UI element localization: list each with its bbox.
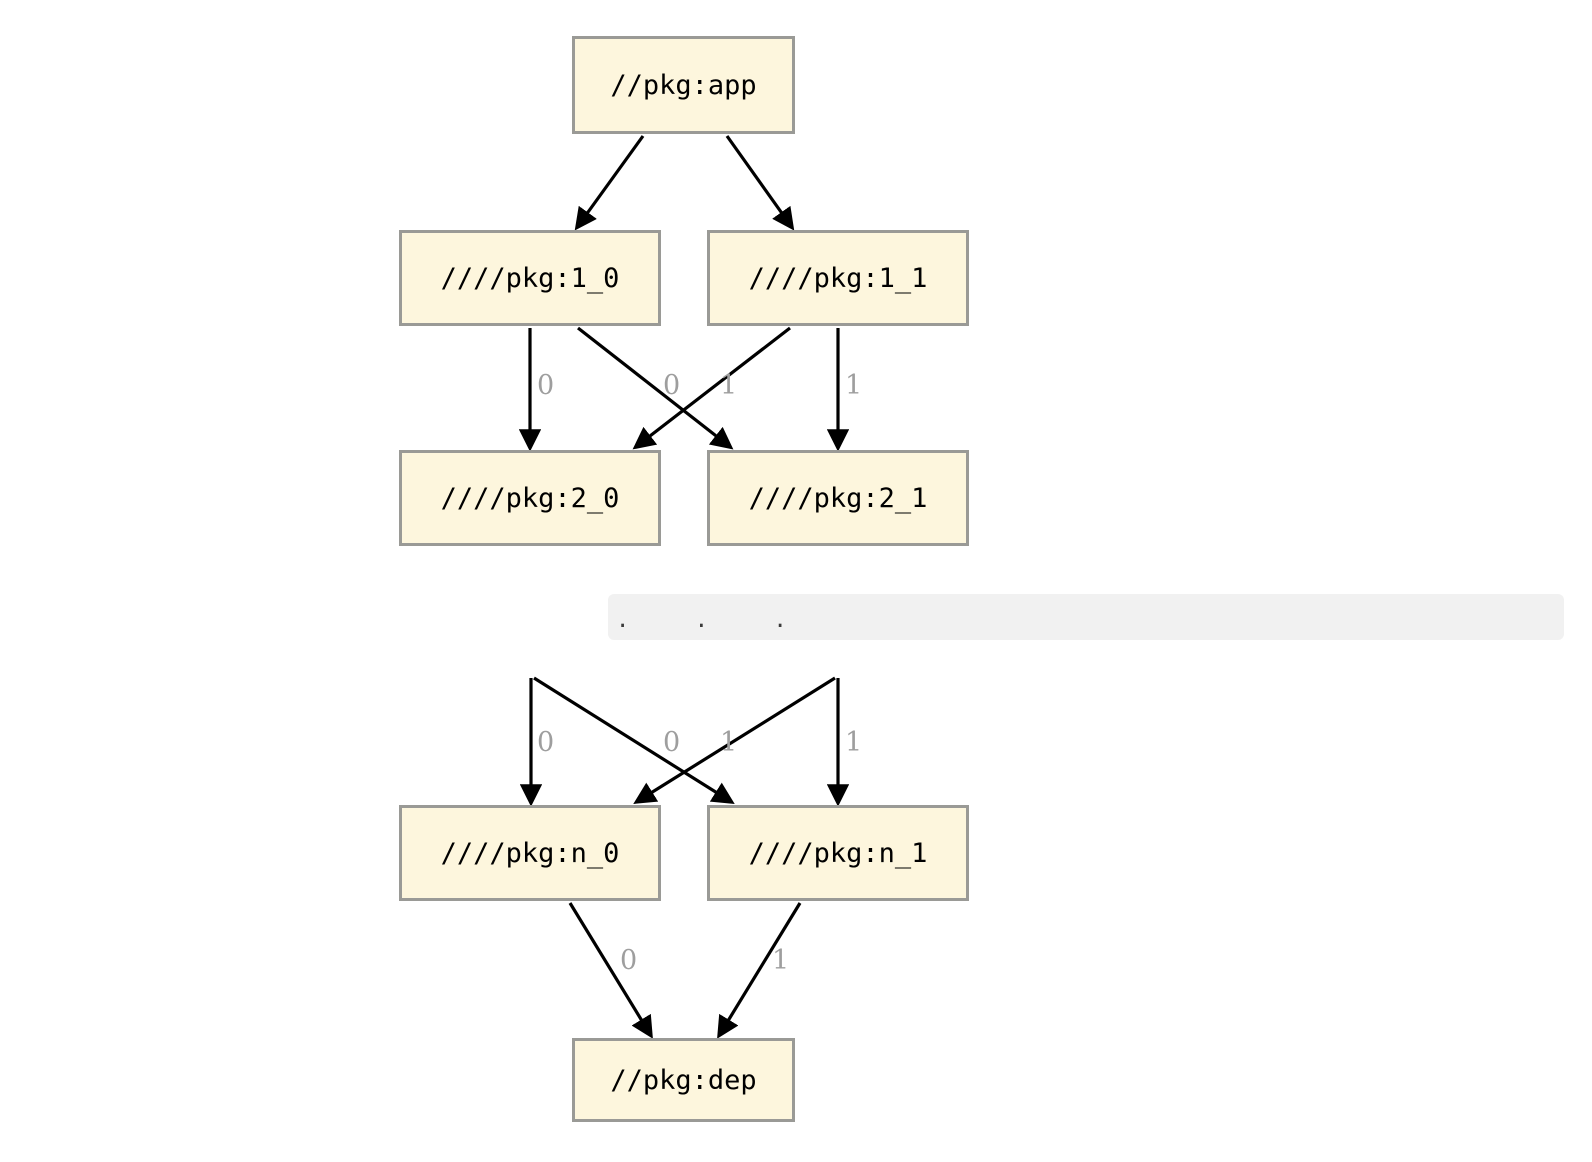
graph-node-label: ////pkg:2_0: [440, 482, 620, 514]
edge-label-ln_0-dep: 0: [620, 945, 638, 976]
graph-edge-app-l1_0: [574, 135, 645, 231]
edge-label-prev2-ln_0: 1: [720, 727, 738, 758]
edge-label-prev-ln_0: 0: [537, 727, 555, 758]
graph-node-dep[interactable]: //pkg:dep: [572, 1038, 795, 1122]
edge-label-prev-ln_1: 0: [663, 727, 681, 758]
graph-node-label: ////pkg:n_0: [440, 837, 620, 869]
graph-edge-app-l1_1: [725, 135, 795, 231]
graph-node-label: ////pkg:1_0: [440, 262, 620, 294]
edge-label-l1_1-l2_1: 1: [845, 370, 863, 401]
graph-node-ln_0[interactable]: ////pkg:n_0: [399, 805, 661, 901]
graph-node-l1_0[interactable]: ////pkg:1_0: [399, 230, 661, 326]
graph-node-label: //pkg:app: [610, 69, 757, 101]
edge-label-l1_0-l2_1: 0: [663, 370, 681, 401]
graph-node-label: ////pkg:n_1: [748, 837, 928, 869]
graph-node-app[interactable]: //pkg:app: [572, 36, 795, 134]
graph-node-l2_0[interactable]: ////pkg:2_0: [399, 450, 661, 546]
graph-node-l2_1[interactable]: ////pkg:2_1: [707, 450, 969, 546]
edge-label-ln_1-dep: 1: [772, 945, 790, 976]
graph-truncation-separator: . . .: [608, 594, 1564, 640]
graph-edge-prev2-ln_0: [633, 676, 836, 804]
graph-node-l1_1[interactable]: ////pkg:1_1: [707, 230, 969, 326]
edge-label-l1_1-l2_0: 1: [720, 370, 738, 401]
graph-node-label: //pkg:dep: [610, 1064, 757, 1096]
graph-node-label: ////pkg:1_1: [748, 262, 928, 294]
edge-lines: [518, 135, 850, 1039]
graph-edge-prev-ln_1: [533, 676, 735, 804]
graph-edge-ln_1-dep: [717, 902, 802, 1039]
ellipsis-dots: . . .: [616, 608, 800, 633]
edge-label-prev2-ln_1: 1: [845, 727, 863, 758]
edge-label-l1_0-l2_0: 0: [537, 370, 555, 401]
graph-edge-l1_1-l2_0: [632, 326, 791, 450]
graph-edge-ln_0-dep: [568, 902, 653, 1039]
graph-edge-l1_0-l2_1: [577, 326, 734, 450]
graph-node-label: ////pkg:2_1: [748, 482, 928, 514]
graph-node-ln_1[interactable]: ////pkg:n_1: [707, 805, 969, 901]
